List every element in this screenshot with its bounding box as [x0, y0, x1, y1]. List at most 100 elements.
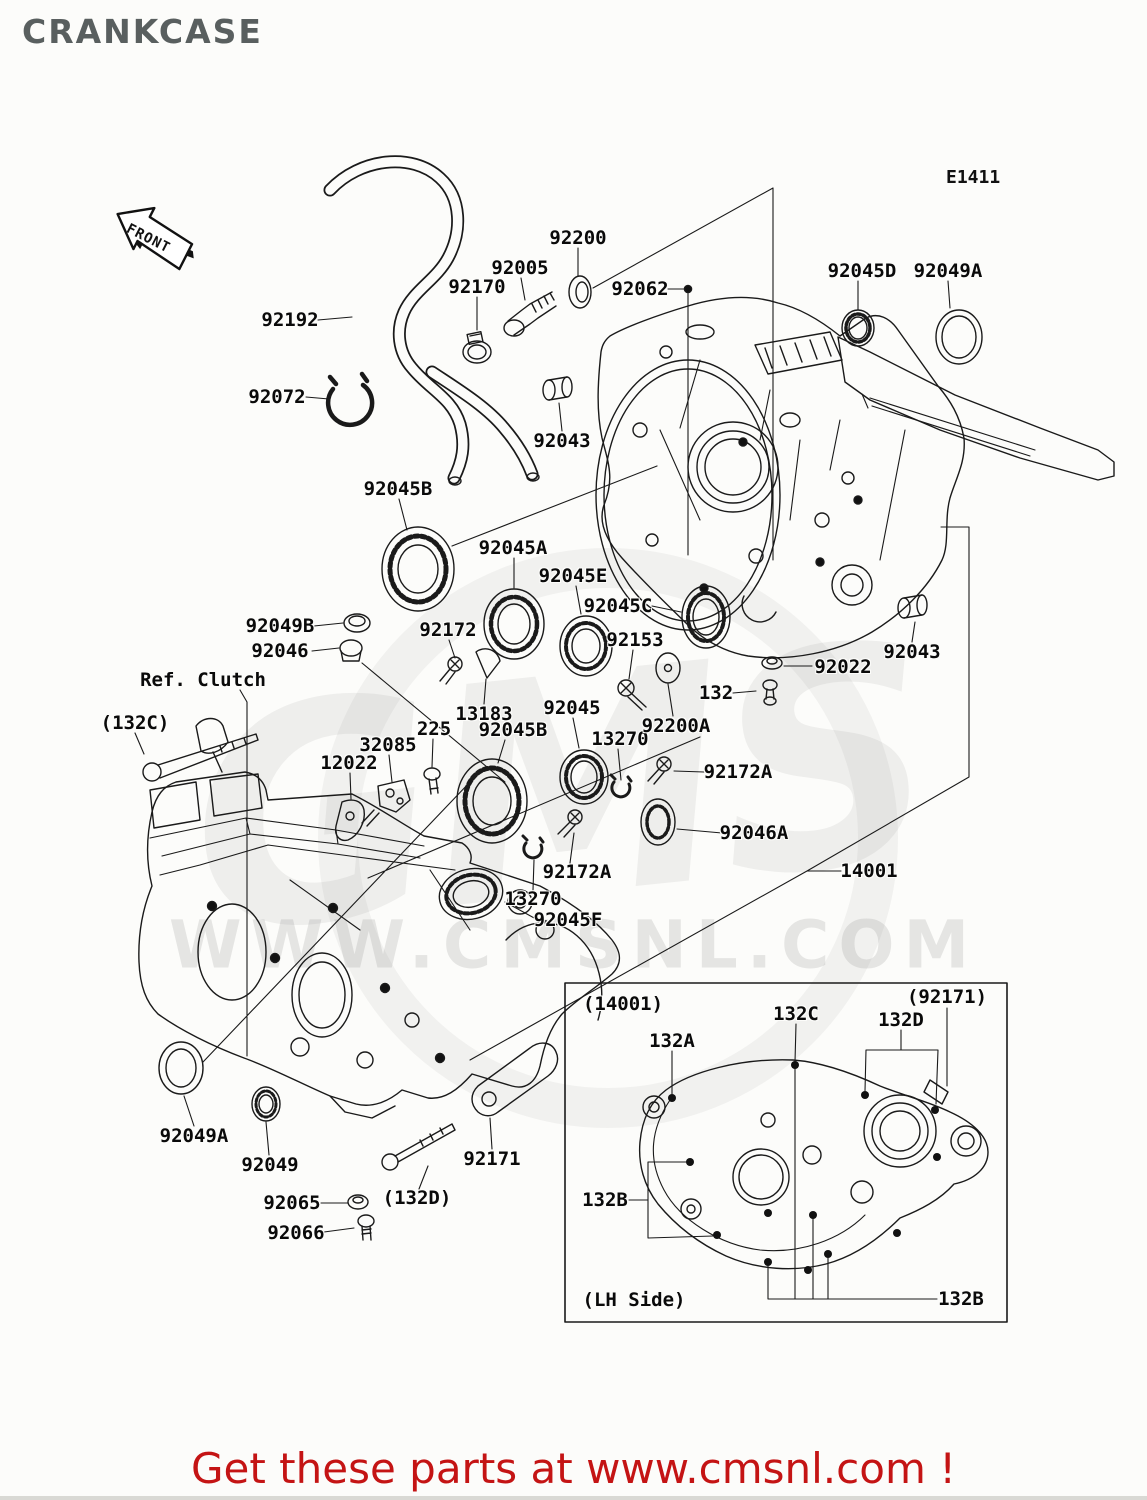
- bolt-225: [423, 767, 441, 795]
- part-label: 92046A: [719, 822, 789, 844]
- lever-92171: [471, 1042, 559, 1117]
- part-label: (14001): [582, 993, 664, 1015]
- clutch-lever-ref: [195, 717, 229, 773]
- hose-clamp: [325, 371, 375, 428]
- bearing-92049: [251, 1086, 281, 1122]
- footer-ad-text: Get these parts at www.cmsnl.com !: [190, 1444, 957, 1493]
- key-13183: [475, 648, 501, 679]
- oil-seal-92049A-lower: [158, 1041, 204, 1095]
- part-label: 92045: [543, 697, 601, 719]
- part-label: 92045D: [827, 260, 897, 282]
- breather-hose: [323, 155, 540, 486]
- part-label: 92200A: [641, 715, 711, 737]
- bearing-92045A: [483, 588, 545, 660]
- part-label: 92045B: [363, 478, 433, 500]
- part-label: 12022: [320, 752, 378, 774]
- bottom-strip: [0, 1496, 1147, 1500]
- part-label: 92043: [533, 430, 591, 452]
- part-label: 92172A: [542, 861, 612, 883]
- part-label: 92045B: [478, 719, 548, 741]
- part-label: 92045E: [538, 565, 608, 587]
- bolt-132D: [381, 1123, 456, 1171]
- part-label: 13270: [591, 728, 649, 750]
- nut-92065: [347, 1194, 369, 1210]
- oil-seal-92049A-upper: [935, 309, 983, 365]
- part-label: 92049: [241, 1154, 299, 1176]
- part-label: 92045F: [533, 909, 603, 931]
- part-label: 92171: [463, 1148, 521, 1170]
- part-label: 92200: [549, 227, 607, 249]
- part-label: 132D: [878, 1009, 924, 1031]
- bolt-132C: [142, 733, 259, 782]
- part-label: (132D): [382, 1187, 452, 1209]
- clamp-92170: [462, 330, 492, 364]
- part-label: 92043: [883, 641, 941, 663]
- part-label: 32085: [359, 734, 417, 756]
- part-label: 92066: [267, 1222, 325, 1244]
- part-label: 92022: [814, 656, 872, 678]
- crankcase-right-half: [595, 296, 1115, 659]
- washer-92200: [568, 275, 592, 309]
- part-label: 132A: [649, 1030, 695, 1052]
- part-label: (92171): [906, 986, 988, 1008]
- cup-92046: [339, 639, 363, 662]
- screw-92172A-left: [557, 809, 583, 838]
- bearing-92045D: [841, 309, 875, 347]
- bolt-92066: [357, 1214, 375, 1241]
- part-label: 92072: [248, 386, 306, 408]
- part-label: 92046: [251, 640, 309, 662]
- bearing-92045F: [438, 867, 504, 921]
- part-label: 132: [698, 682, 734, 704]
- part-label: 92049B: [245, 615, 315, 637]
- part-label: 13270: [504, 888, 562, 910]
- part-label: 92153: [606, 629, 664, 651]
- spacer-92043-left: [542, 376, 573, 401]
- part-label: 92192: [261, 309, 319, 331]
- disc-92200A: [655, 652, 681, 684]
- bearing-92045B-lower: [456, 758, 528, 844]
- part-label: 132C: [773, 1003, 819, 1025]
- bearing-92046A: [640, 798, 676, 846]
- part-label: 92049A: [913, 260, 983, 282]
- page-title: CRANKCASE: [22, 12, 263, 51]
- screw-92153: [617, 679, 647, 711]
- plate-32085: [361, 779, 411, 827]
- nut-92022: [761, 656, 783, 670]
- part-label: 132B: [582, 1189, 628, 1211]
- part-label: 92170: [448, 276, 506, 298]
- fitting-92005: [503, 291, 557, 337]
- part-label: 14001: [840, 860, 898, 882]
- part-label: (LH Side): [582, 1289, 686, 1311]
- bolt-132: [762, 679, 778, 706]
- part-label: 92172: [419, 619, 477, 641]
- circlip-13270-upper: [609, 773, 633, 799]
- bearing-92045: [559, 749, 609, 805]
- part-label: 92172A: [703, 761, 773, 783]
- part-label: 225: [416, 718, 452, 740]
- part-label: 13183: [455, 703, 513, 725]
- part-label: 132B: [938, 1288, 984, 1310]
- point-92062: [683, 284, 693, 294]
- watermark-url: WWW.CMSNL.COM: [168, 906, 979, 984]
- part-label: (132C): [100, 712, 170, 734]
- part-label: Ref. Clutch: [140, 669, 266, 691]
- screw-92172: [439, 656, 463, 685]
- circlip-13270-lower: [521, 834, 545, 860]
- inset-lh-side: [564, 982, 1008, 1323]
- part-label: 92049A: [159, 1125, 229, 1147]
- part-label: 92045A: [478, 537, 548, 559]
- part-label: 92005: [491, 257, 549, 279]
- leader-lines: [134, 187, 970, 1233]
- bearing-92045B-upper: [381, 526, 455, 612]
- part-label: 92045C: [583, 595, 653, 617]
- part-label: 92062: [611, 278, 669, 300]
- diagram-code: E1411: [946, 167, 1001, 188]
- part-label: 92065: [263, 1192, 321, 1214]
- plate-12022: [334, 799, 365, 842]
- bearing-92045C: [681, 585, 731, 649]
- screw-92172A-right: [647, 756, 672, 785]
- cap-92049B: [343, 613, 371, 633]
- spacer-92043-right: [897, 594, 928, 619]
